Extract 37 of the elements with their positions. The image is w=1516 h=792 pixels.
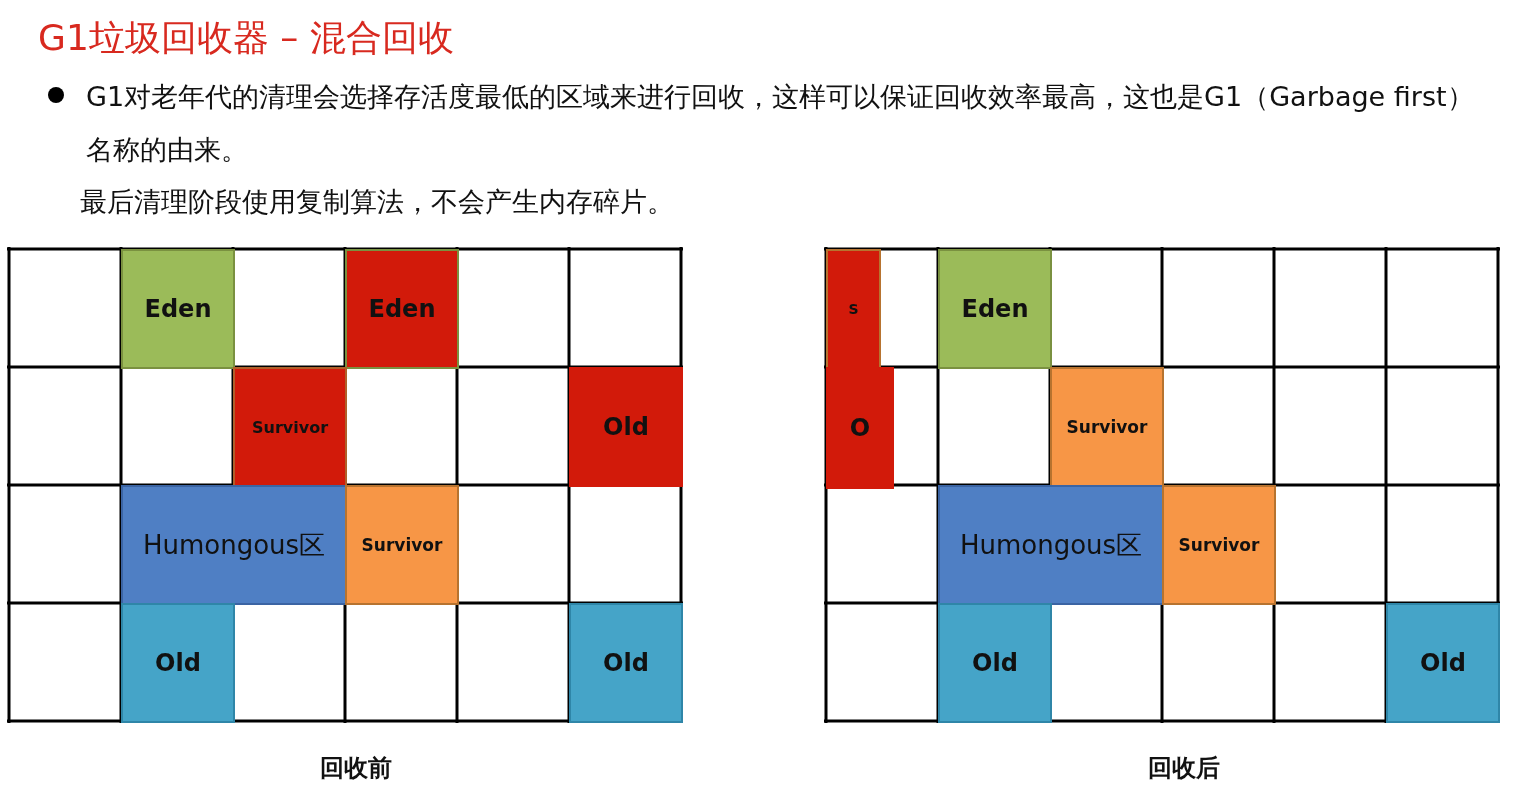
region-label: Old: [1420, 649, 1466, 677]
region-box: [938, 249, 1052, 369]
region-box: [1162, 485, 1276, 605]
region-box: [938, 603, 1052, 723]
region-label: Survivor: [1066, 417, 1148, 437]
region-label: Old: [972, 649, 1018, 677]
caption: 回收后: [1148, 753, 1220, 784]
region-label: Survivor: [252, 417, 328, 437]
region-label: Survivor: [361, 535, 443, 555]
paragraph: G1对老年代的清理会选择存活度最低的区域来进行回收，这样可以保证回收效率最高，这也是G1（Garbage first）名称的由来。: [86, 80, 1475, 167]
region-label: Old: [603, 413, 649, 441]
region-box: [1386, 603, 1500, 723]
region-label: O: [849, 414, 871, 442]
region-box: [121, 485, 347, 605]
region-box: [121, 249, 235, 369]
region-box: [121, 603, 235, 723]
title: G1垃圾回收器 – 混合回收: [38, 16, 454, 60]
region-label: Old: [155, 649, 201, 677]
region-label: Eden: [961, 295, 1029, 323]
region-label: Humongous区: [142, 528, 326, 562]
paragraph: 最后清理阶段使用复制算法，不会产生内存碎片。: [80, 185, 674, 219]
region-box: [233, 367, 347, 487]
region-box: [569, 603, 683, 723]
region-label: Humongous区: [959, 528, 1143, 562]
region-box: [938, 485, 1164, 605]
region-box: [826, 367, 894, 489]
region-box: [345, 485, 459, 605]
region-label: Eden: [144, 295, 212, 323]
region-box: [569, 367, 683, 487]
region-label: Old: [603, 649, 649, 677]
region-label: Eden: [368, 295, 436, 323]
region-label: S: [848, 301, 859, 317]
region-box: [345, 249, 459, 369]
caption: 回收前: [320, 753, 392, 784]
region-box: [826, 249, 881, 369]
region-box: [1050, 367, 1164, 487]
region-label: Survivor: [1178, 535, 1260, 555]
